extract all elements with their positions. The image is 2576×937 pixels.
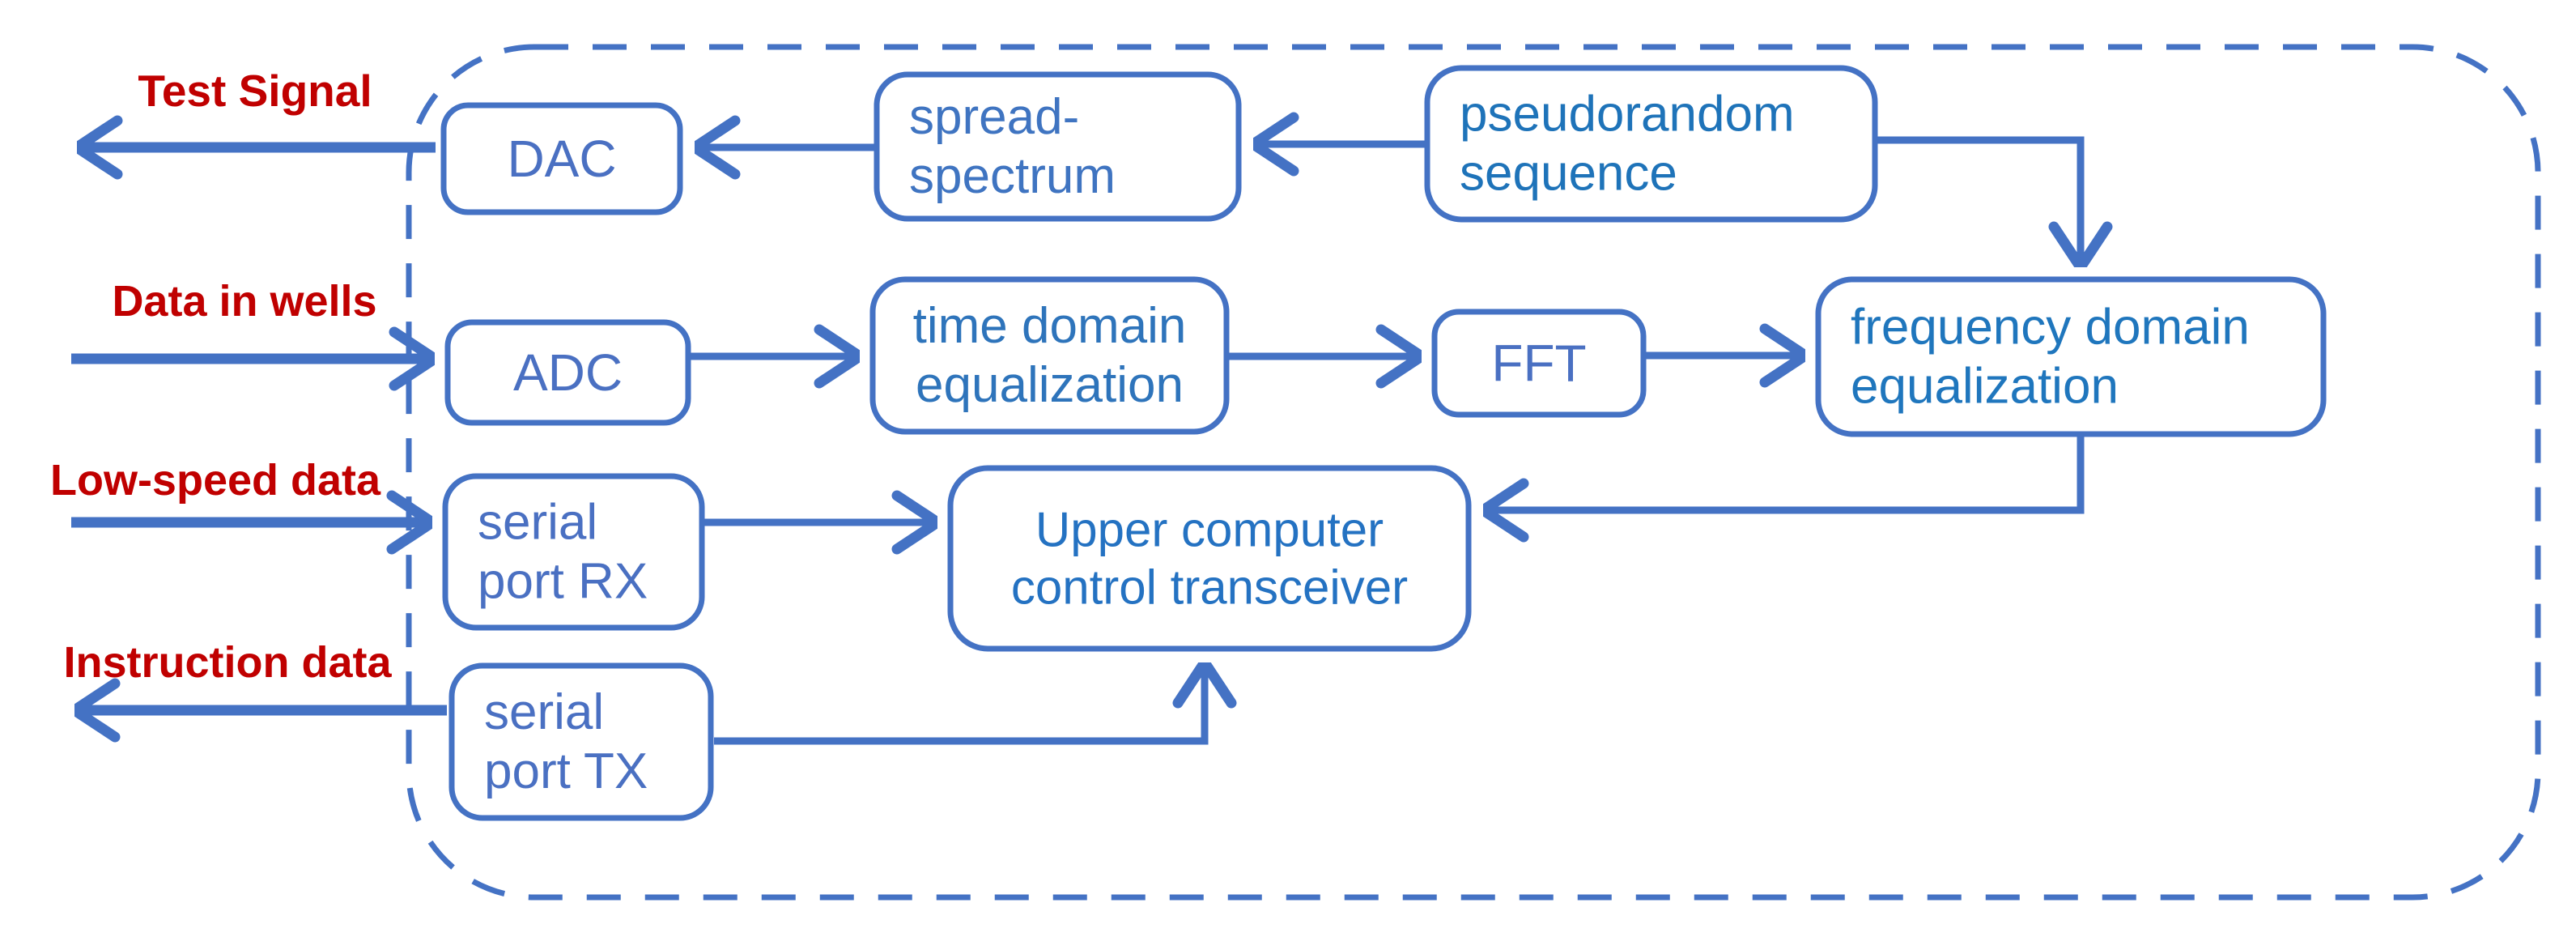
node-box-time-domain-equalization	[869, 276, 1230, 435]
node-label-pseudorandom-sequence-line2: sequence	[1460, 146, 1677, 202]
arrow-freq-to-upper	[1483, 436, 2085, 510]
arrow-pseudo-to-freq	[1873, 136, 2081, 267]
node-label-frequency-domain-equalization-line2: equalization	[1851, 359, 2119, 415]
node-box-frequency-domain-equalization	[1815, 276, 2327, 437]
node-label-upper-computer-control-transceiver-line2: control transceiver	[1011, 560, 1408, 614]
node-box-dac	[440, 102, 683, 215]
node-label-spread-spectrum-line2: spectrum	[909, 148, 1116, 204]
node-label-spread-spectrum-line1: spread-	[909, 89, 1079, 145]
node-dac: DAC	[440, 102, 683, 215]
dashed-system-boundary	[406, 44, 2541, 901]
node-label-pseudorandom-sequence-line1: pseudorandom	[1460, 86, 1795, 142]
node-label-serial-port-rx-line2: port RX	[478, 554, 648, 610]
node-box-serial-port-rx	[442, 473, 705, 631]
node-box-upper-computer-control-transceiver	[947, 465, 1472, 652]
node-label-adc-line1: ADC	[513, 343, 623, 402]
node-fft: FFT	[1431, 309, 1647, 418]
label-data-in-wells: Data in wells	[112, 277, 376, 326]
node-label-serial-port-tx-line2: port TX	[484, 743, 648, 799]
node-label-dac-line1: DAC	[507, 130, 616, 188]
node-box-spread-spectrum	[874, 71, 1242, 222]
node-label-serial-port-rx-line1: serial	[478, 494, 597, 550]
node-label-serial-port-tx-line1: serial	[484, 684, 604, 740]
label-low-speed-data: Low-speed data	[50, 456, 381, 505]
node-box-serial-port-tx	[448, 662, 714, 821]
node-label-upper-computer-control-transceiver-line1: Upper computer	[1035, 503, 1384, 557]
node-label-fft-line1: FFT	[1491, 334, 1586, 393]
label-instruction-data: Instruction data	[63, 638, 392, 687]
node-label-time-domain-equalization-line2: equalization	[916, 357, 1184, 413]
node-label-frequency-domain-equalization-line1: frequency domain	[1851, 299, 2250, 355]
label-test-signal: Test Signal	[138, 66, 372, 116]
node-adc: ADC	[444, 319, 691, 426]
node-box-pseudorandom-sequence	[1424, 65, 1878, 223]
node-box-fft	[1431, 309, 1647, 418]
arrow-tx-to-upper	[714, 662, 1205, 745]
node-spread-spectrum: spread-spectrum	[874, 71, 1242, 222]
node-box-adc	[444, 319, 691, 426]
node-label-time-domain-equalization-line1: time domain	[913, 298, 1187, 354]
